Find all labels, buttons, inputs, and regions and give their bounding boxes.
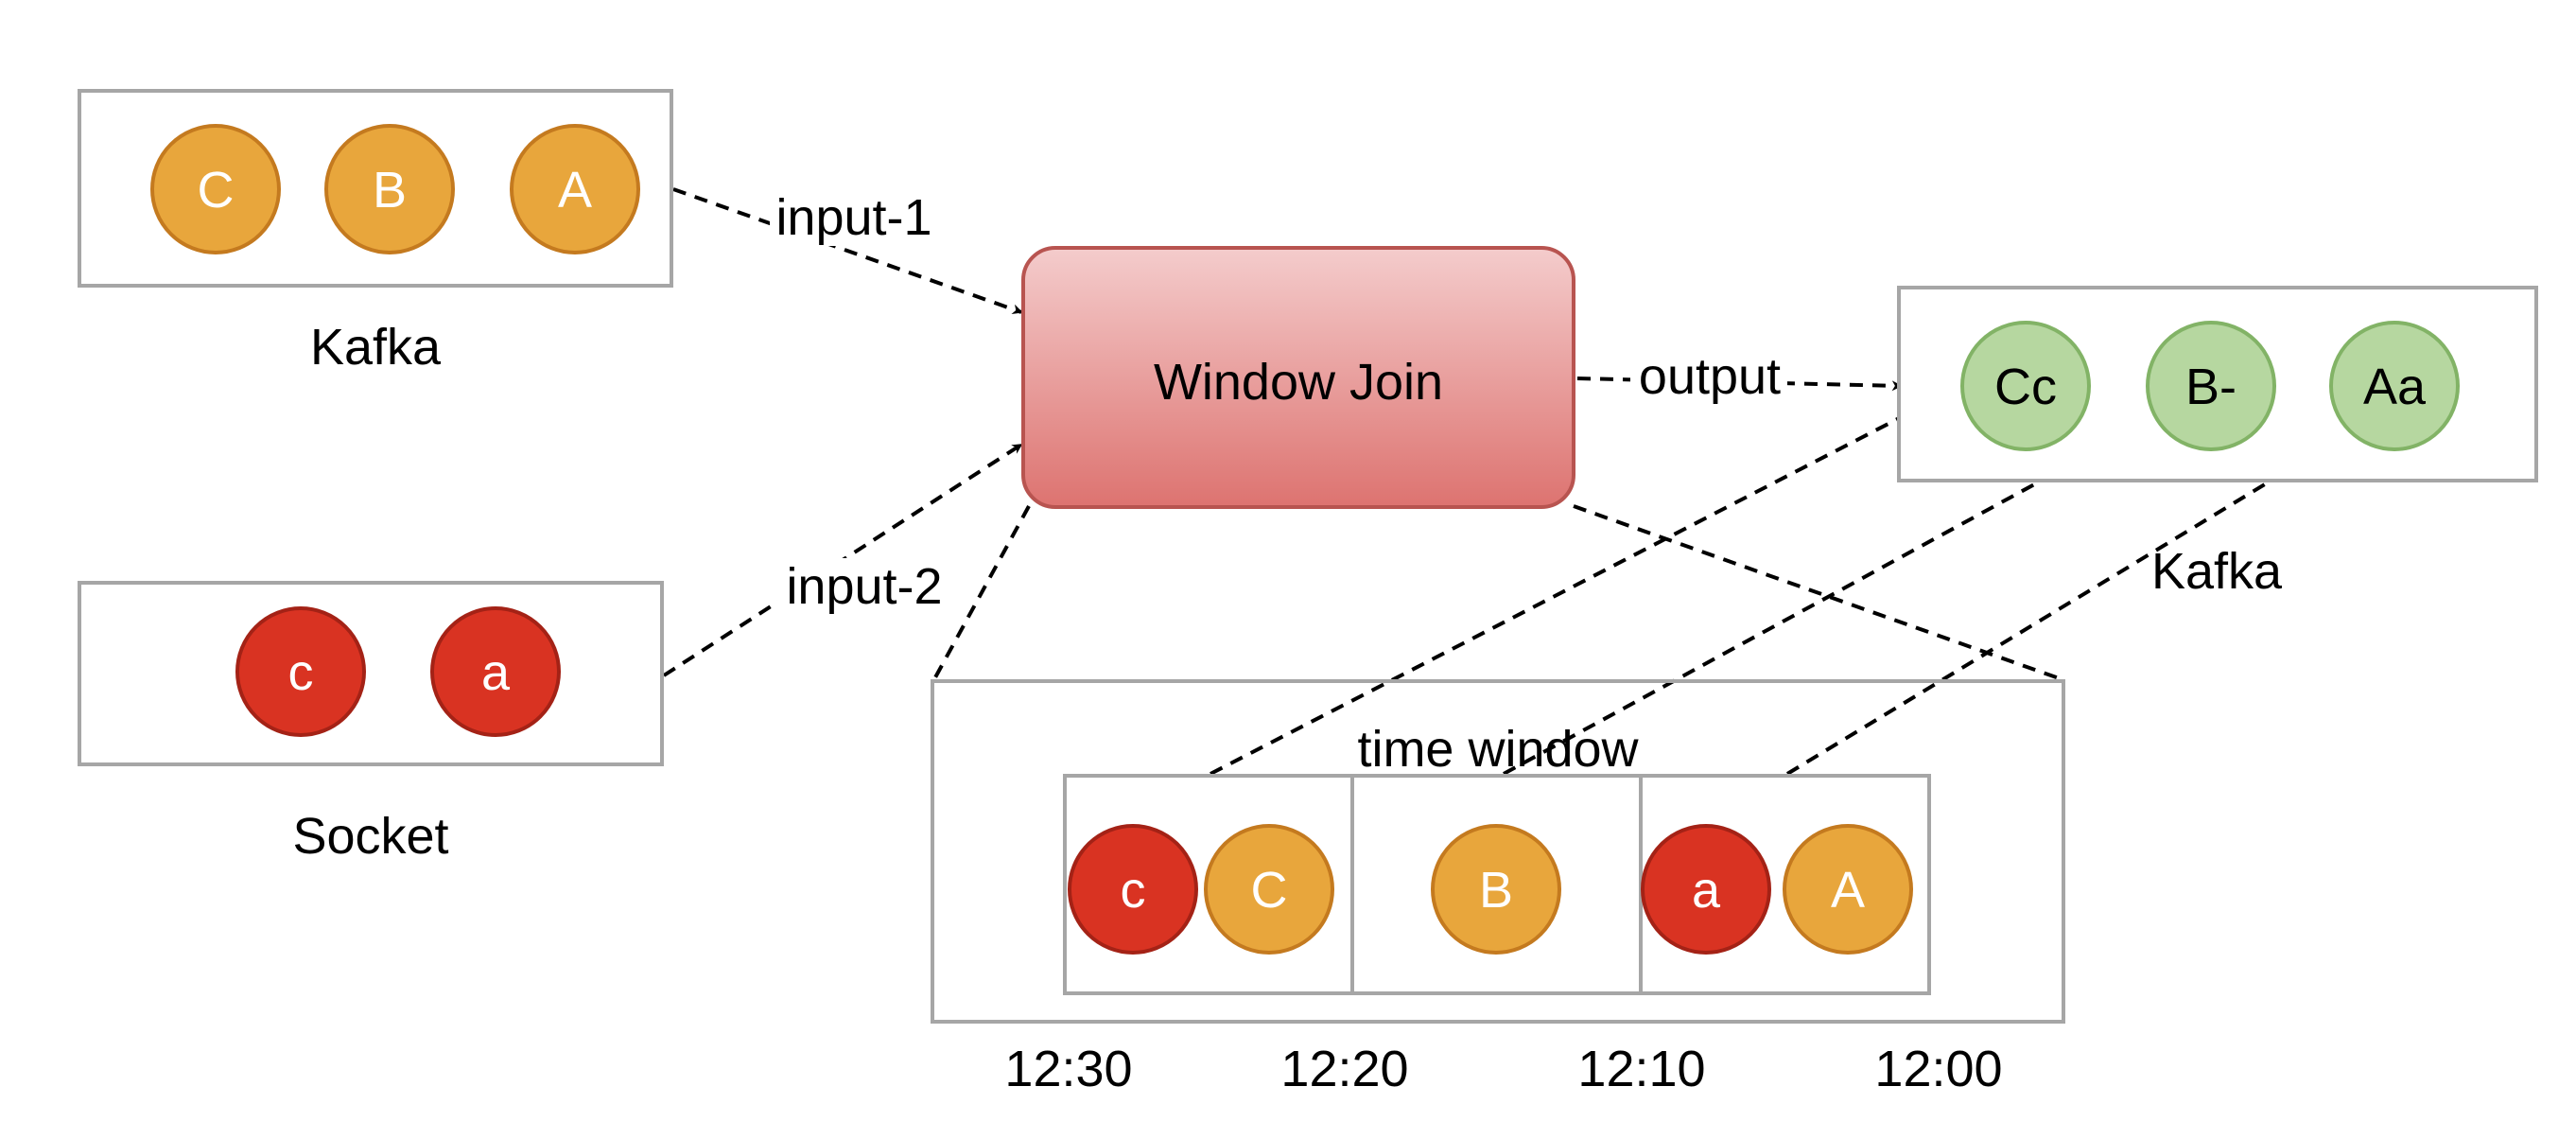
zoom-line-left [932, 505, 1031, 680]
time-tick-label: 12:10 [1577, 1041, 1705, 1097]
sink-event-Aa: Aa [2329, 321, 2460, 451]
source-socket-box [78, 581, 664, 766]
time-window-ticks: 12:30 12:20 12:10 12:00 [1004, 1041, 2002, 1097]
kafka-event-C: C [150, 124, 281, 254]
event-circle [1431, 824, 1561, 955]
edge-output-label: output [1639, 348, 1781, 405]
event-label: A [1831, 862, 1865, 919]
labels-layer: input-1 input-2 output Kafka time window [770, 189, 2283, 778]
event-label: B- [2185, 359, 2237, 415]
window-event-C: C [1204, 824, 1334, 955]
event-label: C [1251, 862, 1288, 919]
window-event-A: A [1783, 824, 1913, 955]
source-kafka-label: Kafka [310, 319, 442, 376]
event-label: a [1692, 862, 1721, 919]
source-kafka: C B A Kafka [78, 89, 673, 376]
window-join-operator: Window Join [1021, 246, 1575, 509]
event-circle [1960, 321, 2091, 451]
event-label: C [198, 162, 235, 219]
time-tick-label: 12:30 [1004, 1041, 1132, 1097]
sink-kafka-events: Cc B- Aa [1960, 321, 2460, 451]
event-label: B [373, 162, 407, 219]
event-circle [324, 124, 455, 254]
event-circle [1068, 824, 1198, 955]
time-window-slices [1063, 774, 1931, 995]
label-bg [770, 189, 938, 246]
result-line-cc [1210, 380, 1970, 776]
event-circle [430, 606, 561, 737]
edge-input-1 [672, 187, 1023, 315]
time-window-label: time window [1357, 721, 1639, 778]
source-socket-label: Socket [292, 808, 448, 865]
event-label: a [481, 644, 511, 701]
event-label: B [1479, 862, 1513, 919]
time-tick-label: 12:00 [1874, 1041, 2002, 1097]
edge-input-1-label: input-1 [775, 189, 931, 246]
event-label: c [1121, 862, 1146, 919]
event-label: Cc [1994, 359, 2057, 415]
event-circle [510, 124, 640, 254]
event-label: c [288, 644, 314, 701]
event-circle [1641, 824, 1771, 955]
window-join-box [1021, 246, 1575, 509]
event-circle [2329, 321, 2460, 451]
event-label: Aa [2363, 359, 2427, 415]
kafka-event-A: A [510, 124, 640, 254]
sink-event-B-: B- [2146, 321, 2276, 451]
kafka-event-B: B [324, 124, 455, 254]
socket-event-c: c [235, 606, 366, 737]
window-join-label: Window Join [1154, 354, 1443, 411]
result-line-aa [1785, 431, 2351, 776]
event-circle [2146, 321, 2276, 451]
sink-kafka: Cc B- Aa [1897, 286, 2538, 482]
event-circle [235, 606, 366, 737]
sink-event-Cc: Cc [1960, 321, 2091, 451]
event-circle [150, 124, 281, 254]
socket-event-a: a [430, 606, 561, 737]
label-bg [777, 558, 951, 617]
window-event-a: a [1641, 824, 1771, 955]
sink-kafka-label: Kafka [2151, 543, 2283, 600]
window-event-B: B [1431, 824, 1561, 955]
time-tick-label: 12:20 [1280, 1041, 1408, 1097]
zoom-line-right [1573, 504, 2063, 681]
event-label: A [558, 162, 592, 219]
window-event-c: c [1068, 824, 1198, 955]
label-bg [1630, 348, 1787, 405]
edge-input-2-label: input-2 [786, 558, 942, 615]
time-window-box [931, 679, 2065, 1024]
event-circle [1204, 824, 1334, 955]
event-circle [1783, 824, 1913, 955]
